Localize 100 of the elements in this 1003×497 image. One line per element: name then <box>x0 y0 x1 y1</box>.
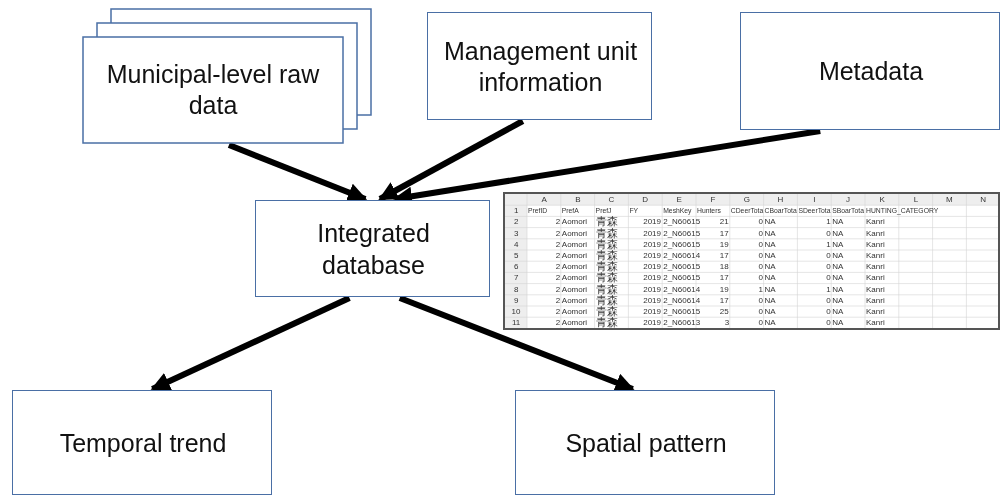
cell-value: Kanri <box>866 261 885 273</box>
column-letter: G <box>743 194 750 205</box>
cell-value: NA <box>764 283 776 295</box>
cell-value: 0 <box>826 306 831 317</box>
arrow <box>378 118 525 202</box>
cell-value: 2 <box>555 317 561 329</box>
column-letter: E <box>676 194 682 205</box>
column-letter: J <box>846 194 851 205</box>
process-box <box>515 390 775 495</box>
cell-value: 0 <box>758 250 764 261</box>
row-number: 2 <box>514 216 519 228</box>
cell-value: NA <box>764 261 776 273</box>
column-letter: L <box>913 194 919 205</box>
cell-value: NA <box>832 317 844 329</box>
cell-value: 青森 <box>595 294 618 306</box>
node-label: Spatial pattern <box>564 427 728 459</box>
cell-value: 2 <box>555 250 561 261</box>
cell-value: NA <box>764 272 776 284</box>
cell-value: 1 <box>758 283 764 295</box>
column-letter: F <box>710 194 716 205</box>
cell-value: NA <box>832 216 844 228</box>
cell-value: NA <box>832 238 844 250</box>
cell-value: Kanri <box>866 227 885 239</box>
row-number: 1 <box>514 205 519 217</box>
cell-value: 青森 <box>595 238 618 250</box>
cell-value: 17 <box>719 250 729 261</box>
column-letter: B <box>575 194 581 205</box>
cell-value: 2019 <box>643 261 661 273</box>
cell-value: 2_N60615 <box>663 272 701 284</box>
column-letter: I <box>813 194 816 205</box>
cell-value: 1 <box>826 283 831 295</box>
cell-value: 2 <box>555 227 561 239</box>
cell-value: 2_N60613 <box>663 317 701 329</box>
row-number: 5 <box>514 250 519 261</box>
cell-value: 21 <box>719 216 729 228</box>
cell-value: Kanri <box>866 250 885 261</box>
row-number: 8 <box>514 283 519 295</box>
cell-value: 1 <box>826 238 831 250</box>
column-letter: C <box>608 194 615 205</box>
cell-value: Kanri <box>866 294 885 306</box>
arrow <box>398 295 635 392</box>
cell-value: 0 <box>758 317 764 329</box>
cell-value: Aomori <box>561 238 588 250</box>
cell-value: 2 <box>555 283 561 295</box>
cell-value: 2 <box>555 216 561 228</box>
cell-value: 17 <box>719 294 729 306</box>
cell-value: 青森 <box>595 317 618 329</box>
cell-value: 2_N60614 <box>663 283 701 295</box>
cell-value: Kanri <box>866 317 885 329</box>
node-label: Temporal trend <box>58 427 228 459</box>
cell-value: 2019 <box>643 306 661 317</box>
cell-value: Aomori <box>561 227 588 239</box>
row-number: 6 <box>514 261 519 273</box>
cell-value: 2019 <box>643 216 661 228</box>
column-letter: D <box>642 194 649 205</box>
cell-value: Aomori <box>561 216 588 228</box>
cell-value: 3 <box>724 317 730 329</box>
cell-value: NA <box>832 283 844 295</box>
cell-value: 0 <box>758 306 764 317</box>
row-number: 9 <box>514 294 519 306</box>
cell-value: 2019 <box>643 317 661 329</box>
cell-value: 17 <box>719 227 729 239</box>
row-number: 11 <box>512 317 521 329</box>
cell-value: Aomori <box>561 317 588 329</box>
cell-value: NA <box>832 227 844 239</box>
column-letter: M <box>946 194 953 205</box>
row-number: 7 <box>514 272 519 284</box>
cell-value: 2019 <box>643 272 661 284</box>
cell-value: NA <box>764 294 776 306</box>
cell-value: Kanri <box>866 216 885 228</box>
cell-value: NA <box>764 317 776 329</box>
row-number: 3 <box>514 227 519 239</box>
cell-value: 2019 <box>643 294 661 306</box>
column-letter: K <box>879 194 885 205</box>
column-letter: H <box>777 194 784 205</box>
row-number: 10 <box>511 306 521 317</box>
node-label: Municipal-level raw data <box>105 58 321 121</box>
cell-value: 0 <box>758 216 764 228</box>
cell-value: NA <box>832 250 844 261</box>
cell-value: 青森 <box>595 216 618 228</box>
cell-value: 0 <box>826 317 831 329</box>
cell-value: 0 <box>758 261 764 273</box>
cell-value: 0 <box>758 238 764 250</box>
cell-value: NA <box>764 250 776 261</box>
cell-value: Aomori <box>561 272 588 284</box>
arrow <box>150 295 351 392</box>
cell-value: 青森 <box>595 250 618 261</box>
cell-value: 青森 <box>595 272 618 284</box>
cell-value: Aomori <box>561 306 588 317</box>
cell-value: NA <box>832 294 844 306</box>
process-box <box>427 12 652 120</box>
cell-value: 2_N60615 <box>663 306 701 317</box>
cell-value: 青森 <box>595 283 618 295</box>
process-box <box>12 390 272 495</box>
cell-value: 18 <box>719 261 729 273</box>
cell-value: 2019 <box>643 283 661 295</box>
cell-value: 2_N60615 <box>663 261 701 273</box>
column-letter: A <box>541 194 547 205</box>
cell-value: 0 <box>826 272 831 284</box>
arrow <box>227 142 368 202</box>
